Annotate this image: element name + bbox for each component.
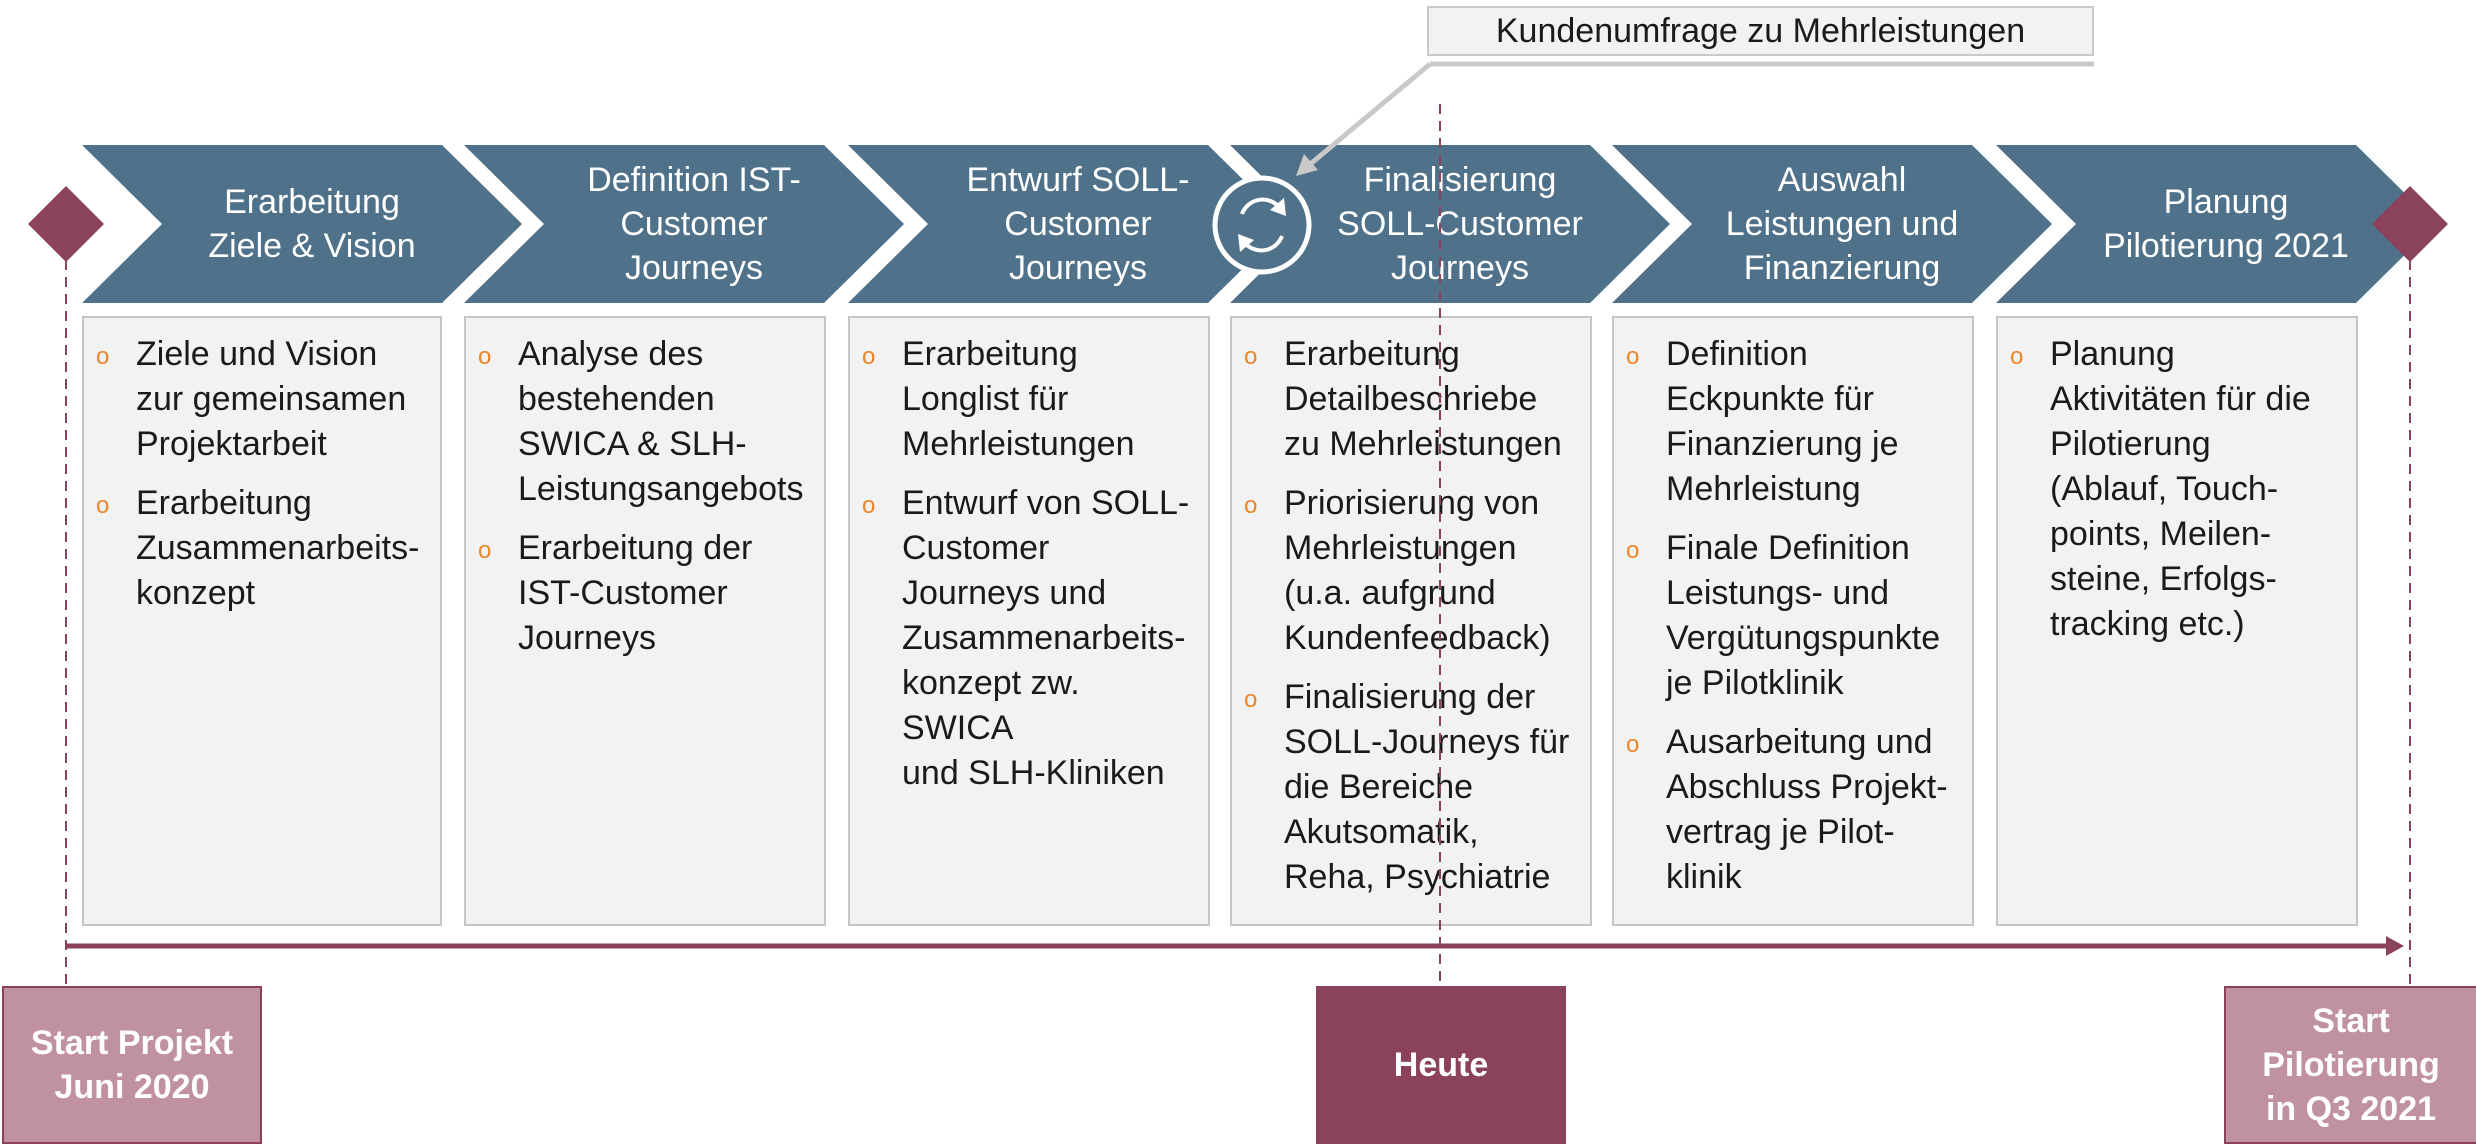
activity-text: Finalisierung der SOLL-Journeys für die … — [1284, 678, 1570, 896]
activity-item: o Finale Definition Leistungs- und Vergüt… — [1624, 526, 1964, 706]
phase-chevron-1 — [82, 145, 522, 303]
activity-item: o Definition Eckpunkte für Finanzierung j… — [1624, 332, 1964, 512]
phase-title-3: Entwurf SOLL- Customer Journeys — [966, 161, 1190, 287]
activity-list: o Erarbeitung Longlist für Mehrleistungen… — [850, 318, 1208, 796]
phase-chevron-4 — [1230, 145, 1670, 303]
activity-text: Erarbeitung Zusammenarbeits- konzept — [136, 484, 420, 612]
bullet-icon: o — [2010, 343, 2024, 370]
phase-title-5: Auswahl Leistungen und Finanzierung — [1725, 161, 1959, 287]
bullet-icon: o — [1244, 343, 1258, 370]
start-diamond-icon — [28, 186, 104, 262]
phase-chevron-5 — [1612, 145, 2052, 303]
activity-text: Erarbeitung Longlist für Mehrleistungen — [902, 335, 1135, 463]
activity-text: Definition Eckpunkte für Finanzierung je… — [1666, 335, 1899, 508]
customer-survey-callout: Kundenumfrage zu Mehrleistungen — [1427, 6, 2094, 56]
phase-activities-box-3: o Erarbeitung Longlist für Mehrleistungen… — [848, 316, 1210, 926]
phase-chevron-3 — [848, 145, 1288, 303]
activity-text: Erarbeitung Detailbeschriebe zu Mehrleis… — [1284, 335, 1562, 463]
activity-list: o Definition Eckpunkte für Finanzierung j… — [1614, 318, 1972, 900]
activity-text: Planung Aktivitäten für die Pilotierung … — [2050, 335, 2311, 643]
activity-text: Finale Definition Leistungs- und Vergütu… — [1666, 529, 1941, 702]
activity-text: Ausarbeitung und Abschluss Projekt- vert… — [1666, 723, 1948, 896]
activity-list: o Planung Aktivitäten für die Pilotierung… — [1998, 318, 2356, 647]
bullet-icon: o — [1626, 343, 1640, 370]
activity-item: o Analyse des bestehenden SWICA & SLH- Le… — [476, 332, 816, 512]
activity-item: o Priorisierung von Mehrleistungen (u.a. … — [1242, 481, 1582, 661]
phase-chevron-2 — [464, 145, 904, 303]
activity-list: o Erarbeitung Detailbeschriebe zu Mehrlei… — [1232, 318, 1590, 900]
end-diamond-icon — [2372, 186, 2448, 262]
activity-text: Erarbeitung der IST-Customer Journeys — [518, 529, 753, 657]
activity-text: Priorisierung von Mehrleistungen (u.a. a… — [1284, 484, 1551, 657]
phase-activities-box-6: o Planung Aktivitäten für die Pilotierung… — [1996, 316, 2358, 926]
activity-item: o Finalisierung der SOLL-Journeys für die… — [1242, 675, 1582, 900]
bullet-icon: o — [1244, 492, 1258, 519]
phase-activities-box-5: o Definition Eckpunkte für Finanzierung j… — [1612, 316, 1974, 926]
milestone-today: Heute — [1316, 986, 1566, 1144]
activity-item: o Ziele und Vision zur gemeinsamen Projek… — [94, 332, 432, 467]
activity-list: o Ziele und Vision zur gemeinsamen Projek… — [84, 318, 440, 616]
phase-title-4: Finalisierung SOLL-Customer Journeys — [1337, 161, 1583, 287]
bullet-icon: o — [96, 492, 110, 519]
bullet-icon: o — [1626, 537, 1640, 564]
bullet-icon: o — [1244, 686, 1258, 713]
activity-item: o Planung Aktivitäten für die Pilotierung… — [2008, 332, 2348, 647]
timeline-arrowhead — [2386, 936, 2404, 956]
phase-activities-box-4: o Erarbeitung Detailbeschriebe zu Mehrlei… — [1230, 316, 1592, 926]
bullet-icon: o — [478, 537, 492, 564]
phase-activities-box-2: o Analyse des bestehenden SWICA & SLH- Le… — [464, 316, 826, 926]
phase-title-2: Definition IST- Customer Journeys — [587, 161, 801, 287]
activity-list: o Analyse des bestehenden SWICA & SLH- Le… — [466, 318, 824, 661]
activity-item: o Erarbeitung Zusammenarbeits- konzept — [94, 481, 432, 616]
phase-activities-box-1: o Ziele und Vision zur gemeinsamen Projek… — [82, 316, 442, 926]
milestone-start-pilot: Start Pilotierung in Q3 2021 — [2224, 986, 2476, 1144]
activity-item: o Erarbeitung Detailbeschriebe zu Mehrlei… — [1242, 332, 1582, 467]
activity-text: Ziele und Vision zur gemeinsamen Projekt… — [136, 335, 407, 463]
activity-item: o Entwurf von SOLL- Customer Journeys und… — [860, 481, 1200, 796]
phase-chevron-6 — [1996, 145, 2436, 303]
bullet-icon: o — [862, 492, 876, 519]
bullet-icon: o — [862, 343, 876, 370]
phase-title-6: Planung Pilotierung 2021 — [2103, 183, 2349, 265]
bullet-icon: o — [96, 343, 110, 370]
activity-text: Entwurf von SOLL- Customer Journeys und … — [902, 484, 1190, 792]
activity-item: o Erarbeitung der IST-Customer Journeys — [476, 526, 816, 661]
activity-text: Analyse des bestehenden SWICA & SLH- Lei… — [518, 335, 804, 508]
activity-item: o Ausarbeitung und Abschluss Projekt- ver… — [1624, 720, 1964, 900]
bullet-icon: o — [478, 343, 492, 370]
phase-title-1: Erarbeitung Ziele & Vision — [208, 183, 416, 265]
bullet-icon: o — [1626, 731, 1640, 758]
activity-item: o Erarbeitung Longlist für Mehrleistungen — [860, 332, 1200, 467]
milestone-start-project: Start Projekt Juni 2020 — [2, 986, 262, 1144]
